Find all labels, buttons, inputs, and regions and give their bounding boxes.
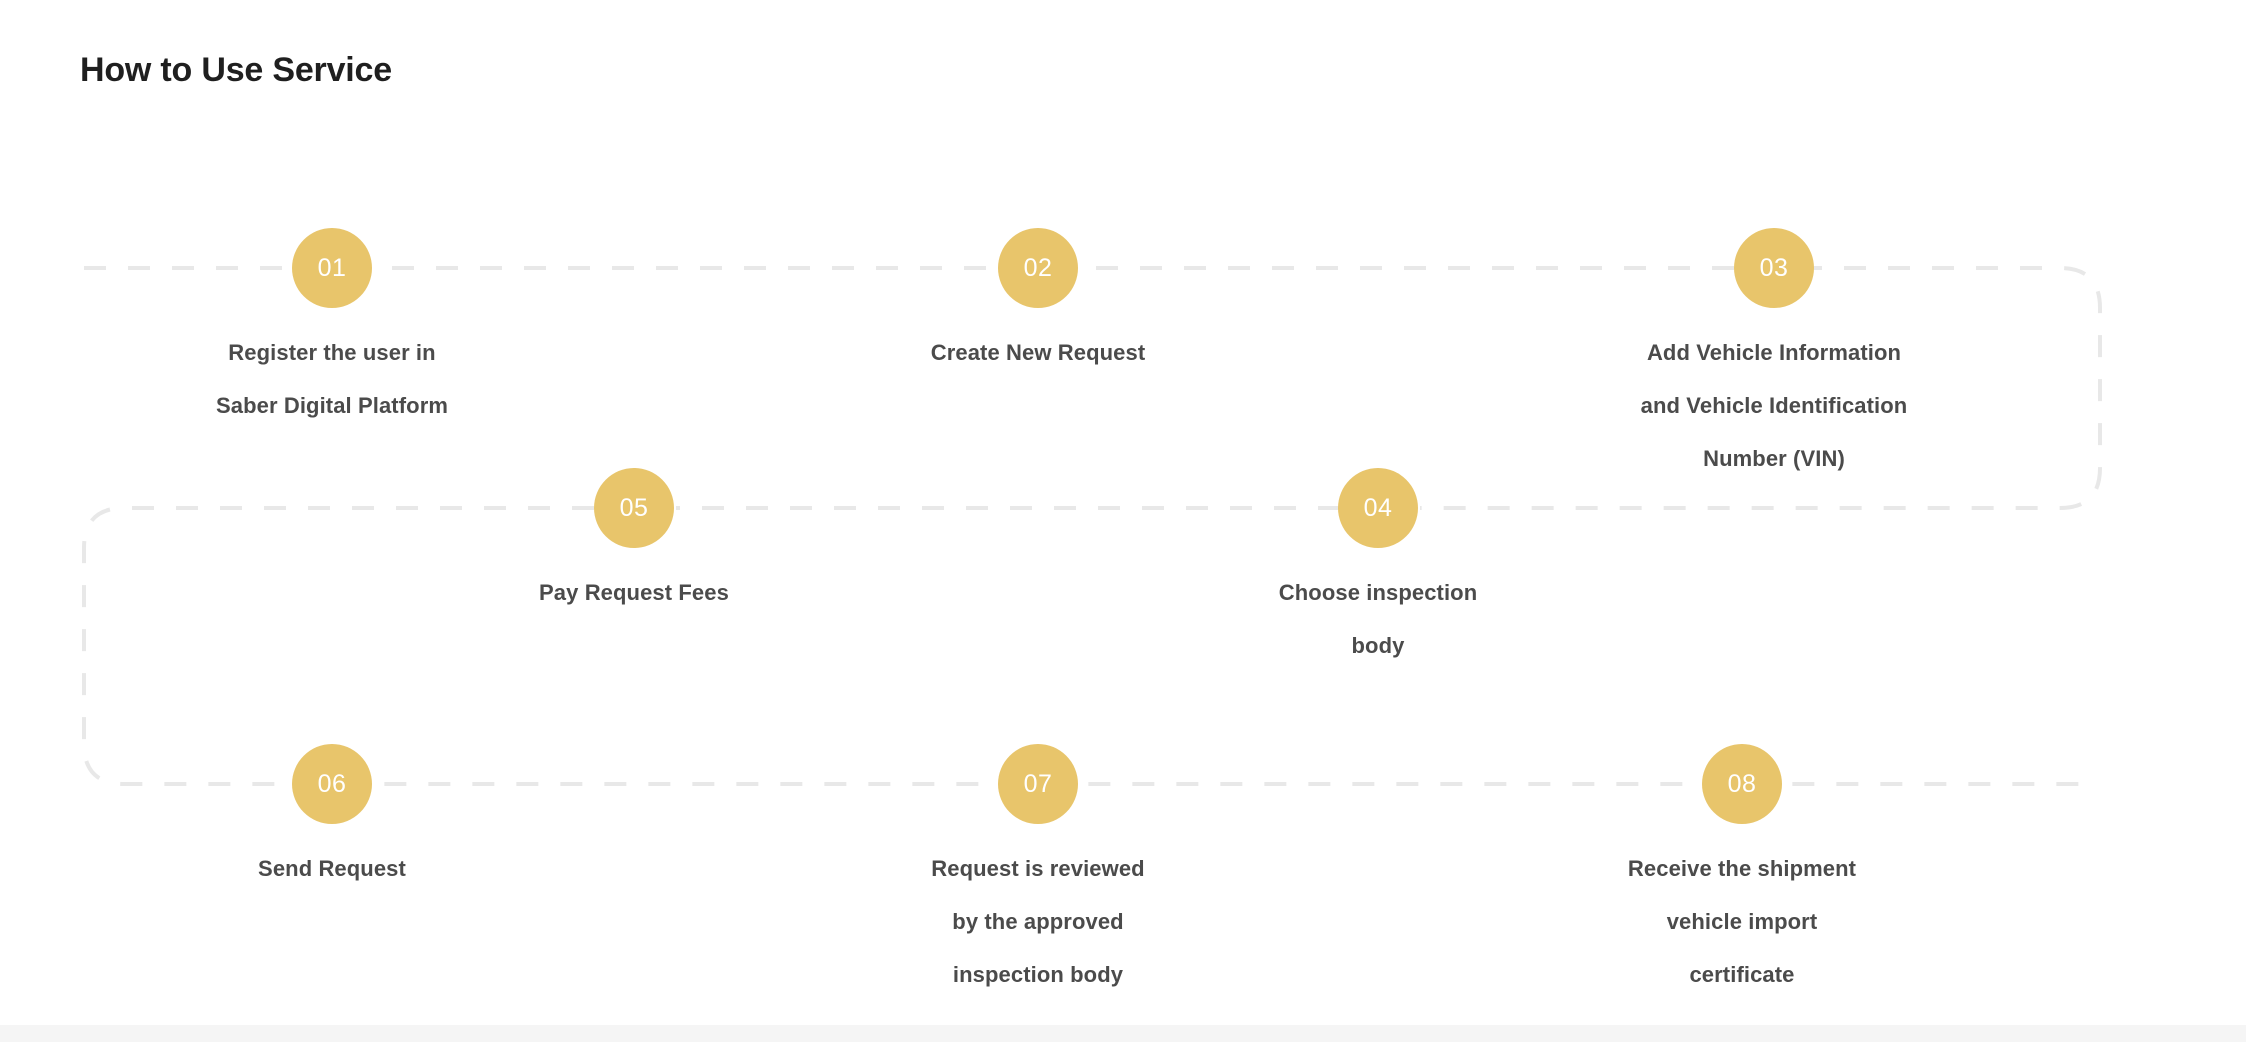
step-number-badge: 07 bbox=[998, 744, 1078, 824]
step-label: Pay Request Fees bbox=[454, 566, 814, 619]
step-number-badge: 06 bbox=[292, 744, 372, 824]
step-number-badge: 08 bbox=[1702, 744, 1782, 824]
step-label-line: Saber Digital Platform bbox=[215, 393, 449, 418]
step-item-02[interactable]: 02 Create New Request bbox=[858, 228, 1218, 379]
step-item-03[interactable]: 03 Add Vehicle Information and Vehicle I… bbox=[1594, 228, 1954, 485]
step-item-08[interactable]: 08 Receive the shipment vehicle import c… bbox=[1562, 744, 1922, 1001]
step-label-line: body bbox=[1351, 633, 1405, 658]
page-title: How to Use Service bbox=[80, 50, 392, 89]
step-label-line: certificate bbox=[1689, 962, 1795, 987]
step-number-badge: 03 bbox=[1734, 228, 1814, 308]
footer-band bbox=[0, 1025, 2246, 1042]
step-label-line: Pay Request Fees bbox=[539, 580, 729, 605]
step-number-badge: 02 bbox=[998, 228, 1078, 308]
step-label-line: Send Request bbox=[258, 856, 406, 881]
step-label-line: vehicle import bbox=[1666, 909, 1818, 934]
step-label-line: Register the user in bbox=[228, 340, 436, 365]
step-item-04[interactable]: 04 Choose inspection body bbox=[1198, 468, 1558, 672]
step-label-line: Number (VIN) bbox=[1703, 446, 1845, 471]
step-label: Add Vehicle Information and Vehicle Iden… bbox=[1594, 326, 1954, 485]
step-item-06[interactable]: 06 Send Request bbox=[152, 744, 512, 895]
step-label-line: inspection body bbox=[952, 962, 1124, 987]
step-label-line: Request is reviewed bbox=[931, 856, 1145, 881]
step-item-07[interactable]: 07 Request is reviewed by the approved i… bbox=[858, 744, 1218, 1001]
step-number-badge: 01 bbox=[292, 228, 372, 308]
step-label-line: by the approved bbox=[952, 909, 1124, 934]
step-label: Receive the shipment vehicle import cert… bbox=[1562, 842, 1922, 1001]
step-label: Create New Request bbox=[858, 326, 1218, 379]
step-number-badge: 05 bbox=[594, 468, 674, 548]
step-label-line: and Vehicle Identification bbox=[1640, 393, 1908, 418]
step-label-line: Create New Request bbox=[930, 340, 1146, 365]
step-item-01[interactable]: 01 Register the user in Saber Digital Pl… bbox=[152, 228, 512, 432]
step-label-line: Add Vehicle Information bbox=[1646, 340, 1902, 365]
step-label: Request is reviewed by the approved insp… bbox=[858, 842, 1218, 1001]
step-label-line: Receive the shipment bbox=[1627, 856, 1857, 881]
step-label: Choose inspection body bbox=[1198, 566, 1558, 672]
step-label: Send Request bbox=[152, 842, 512, 895]
step-number-badge: 04 bbox=[1338, 468, 1418, 548]
step-label: Register the user in Saber Digital Platf… bbox=[152, 326, 512, 432]
step-label-line: Choose inspection bbox=[1278, 580, 1478, 605]
step-item-05[interactable]: 05 Pay Request Fees bbox=[454, 468, 814, 619]
